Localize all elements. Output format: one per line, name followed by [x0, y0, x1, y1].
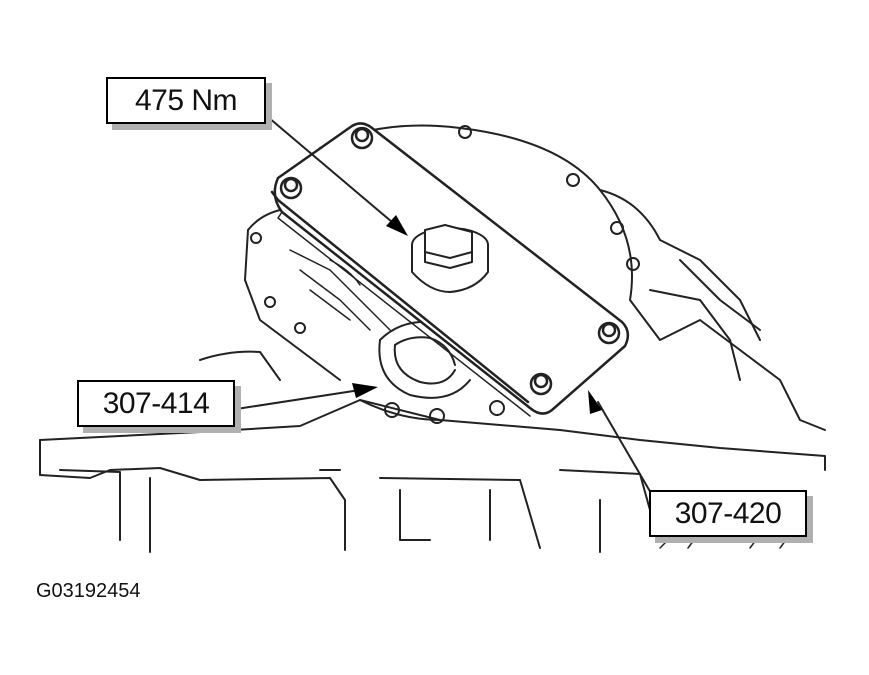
tool-307-420-callout: 307-420 [649, 490, 807, 537]
transmission-housing [39, 350, 826, 553]
leader-307-420 [597, 401, 656, 501]
square-drive-boss [411, 224, 489, 293]
side-flange [244, 209, 391, 381]
figure-id: G03192454 [36, 580, 141, 602]
tool-307-414-callout: 307-414 [77, 380, 235, 427]
leader-307-414 [229, 389, 361, 411]
bell-housing [319, 124, 826, 431]
leader-torque [261, 111, 393, 223]
torque-callout: 475 Nm [106, 77, 266, 124]
arrowheads [352, 215, 602, 414]
leader-lines [229, 111, 656, 501]
